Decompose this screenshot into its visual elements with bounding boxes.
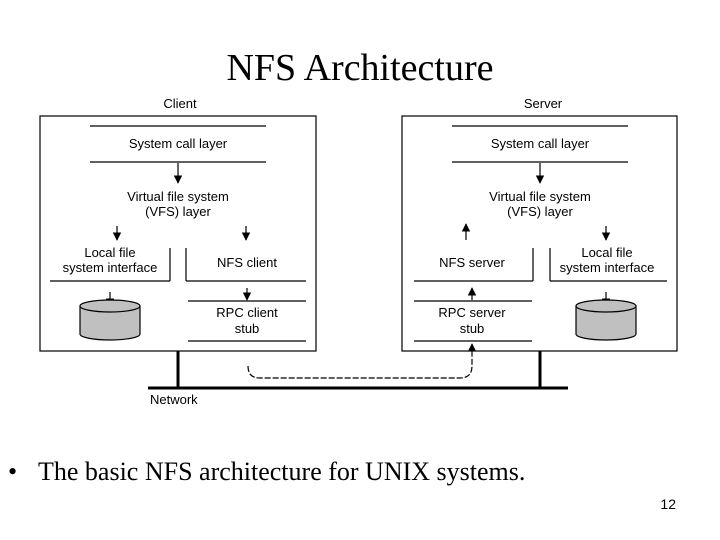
client-syscall-label: System call layer <box>129 136 228 151</box>
rpc-message-path <box>247 343 477 379</box>
network-label: Network <box>150 392 198 407</box>
client-disk-icon <box>79 299 141 341</box>
server-rpc-label-line2: stub <box>460 321 485 336</box>
server-syscall-label: System call layer <box>491 136 590 151</box>
bullet-marker: • <box>8 457 18 486</box>
server-local-label-line2: system interface <box>560 260 655 275</box>
server-header: Server <box>524 96 563 111</box>
client-header: Client <box>163 96 197 111</box>
client-local-label-line2: system interface <box>63 260 158 275</box>
server-vfs-label-line2: (VFS) layer <box>507 204 573 219</box>
client-rpc-label-line1: RPC client <box>216 305 278 320</box>
client-local-label-line1: Local file <box>84 245 135 260</box>
server-nfs-label: NFS server <box>439 255 505 270</box>
page-number: 12 <box>660 496 676 512</box>
caption-bullet: • The basic NFS architecture for UNIX sys… <box>8 456 525 488</box>
client-machine: System call layer Virtual file system (V… <box>39 115 317 352</box>
client-rpc-label-line2: stub <box>235 321 260 336</box>
slide-title: NFS Architecture <box>226 47 494 89</box>
server-local-label-line1: Local file <box>581 245 632 260</box>
client-vfs-label-line1: Virtual file system <box>127 189 229 204</box>
client-vfs-label-line2: (VFS) layer <box>145 204 211 219</box>
server-machine: System call layer Virtual file system (V… <box>401 115 678 352</box>
server-disk-icon <box>575 299 637 341</box>
caption-text: The basic NFS architecture for UNIX syst… <box>38 457 526 486</box>
client-nfs-label: NFS client <box>217 255 277 270</box>
server-vfs-label-line1: Virtual file system <box>489 189 591 204</box>
server-rpc-label-line1: RPC server <box>438 305 506 320</box>
